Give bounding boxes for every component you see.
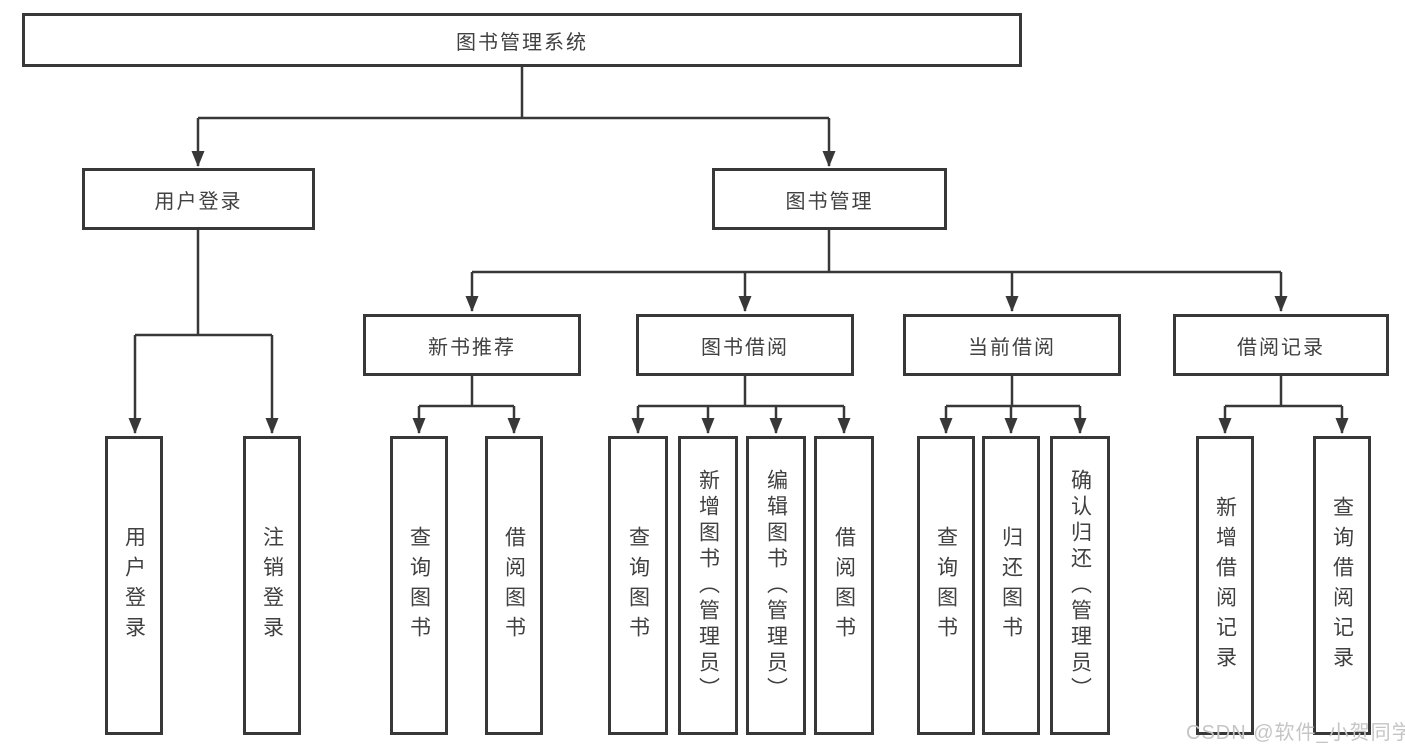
node-label: 新增借阅记录 [1213, 495, 1237, 676]
node-leaf-user-login: 用户登录 [105, 436, 163, 735]
node-leaf-add-books-admin: 新增图书（管理员） [678, 436, 738, 735]
node-label: 借阅记录 [1237, 336, 1325, 359]
node-borrow-records: 借阅记录 [1173, 314, 1389, 376]
node-label: 查询图书 [934, 525, 958, 646]
node-system-title: 图书管理系统 [22, 13, 1022, 67]
node-leaf-logout: 注销登录 [243, 436, 301, 735]
node-label: 确认归还（管理员） [1068, 468, 1092, 703]
csdn-watermark: CSDN @软件_小贺同学 [1186, 722, 1405, 744]
node-label: 归还图书 [999, 525, 1023, 646]
node-new-book-recommend: 新书推荐 [363, 314, 581, 376]
node-leaf-query-books: 查询图书 [390, 436, 448, 735]
node-label: 注销登录 [260, 525, 284, 646]
node-label: 借阅图书 [832, 525, 856, 646]
node-label: 图书管理 [785, 190, 874, 213]
node-leaf-query-borrow-record: 查询借阅记录 [1313, 436, 1371, 735]
node-leaf-edit-books-admin: 编辑图书（管理员） [746, 436, 806, 735]
connector-trunks [135, 67, 1342, 408]
node-label: 查询图书 [407, 525, 431, 646]
node-leaf-query-books: 查询图书 [608, 436, 668, 735]
node-book-management: 图书管理 [712, 168, 947, 230]
node-label: 编辑图书（管理员） [764, 468, 788, 703]
node-label: 新书推荐 [428, 336, 516, 359]
node-label: 新增图书（管理员） [696, 468, 720, 703]
node-label: 用户登录 [154, 190, 243, 213]
node-label: 图书管理系统 [456, 31, 588, 54]
node-user-login: 用户登录 [82, 168, 315, 230]
node-leaf-query-books: 查询图书 [917, 436, 975, 735]
node-leaf-confirm-return-admin: 确认归还（管理员） [1050, 436, 1110, 735]
node-label: 查询借阅记录 [1330, 495, 1354, 676]
node-label: 借阅图书 [502, 525, 526, 646]
node-current-borrow: 当前借阅 [903, 314, 1121, 376]
node-label: 查询图书 [626, 525, 650, 646]
node-leaf-borrow-books: 借阅图书 [485, 436, 543, 735]
node-label: 用户登录 [122, 525, 146, 646]
node-leaf-add-borrow-record: 新增借阅记录 [1196, 436, 1254, 735]
node-leaf-borrow-books: 借阅图书 [814, 436, 874, 735]
node-book-borrow: 图书借阅 [636, 314, 854, 376]
node-leaf-return-books: 归还图书 [982, 436, 1040, 735]
node-label: 图书借阅 [701, 336, 789, 359]
node-label: 当前借阅 [968, 336, 1056, 359]
